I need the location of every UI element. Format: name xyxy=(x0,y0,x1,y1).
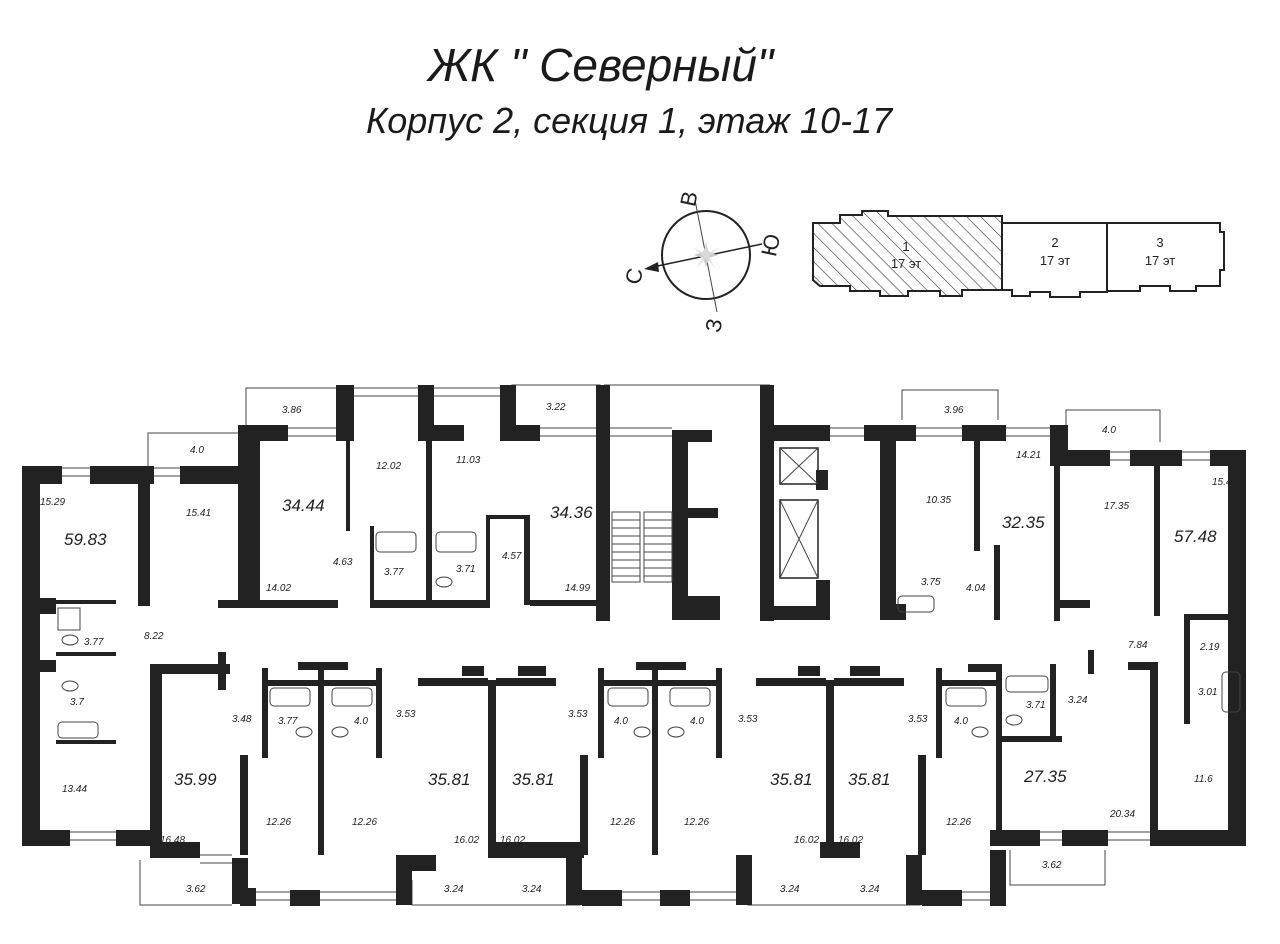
room-area: 3.96 xyxy=(944,405,964,416)
room-area: 16.02 xyxy=(838,835,863,846)
room-area: 3.24 xyxy=(860,884,880,895)
room-area: 3.71 xyxy=(456,564,475,575)
key-plan: 1 17 эт 2 17 эт 3 17 эт xyxy=(812,210,1225,298)
key-plan-section-3-floors: 17 эт xyxy=(1145,253,1175,268)
room-area: 4.0 xyxy=(954,716,968,727)
room-area: 11.6 xyxy=(1194,774,1213,785)
room-area: 10.35 xyxy=(926,495,951,506)
room-area: 3.22 xyxy=(546,402,566,413)
apartment-area: 59.83 xyxy=(64,530,107,549)
room-area: 20.34 xyxy=(1109,809,1135,820)
room-area: 12.26 xyxy=(352,817,377,828)
room-area: 3.01 xyxy=(1198,687,1217,698)
room-area: 12.26 xyxy=(266,817,291,828)
room-area: 12.26 xyxy=(610,817,635,828)
room-area: 13.44 xyxy=(62,784,87,795)
key-plan-section-2-number: 2 xyxy=(1051,235,1058,250)
room-area: 3.77 xyxy=(84,637,104,648)
stair-and-elevator-core xyxy=(611,447,819,583)
room-area: 2.19 xyxy=(1199,642,1220,653)
room-area: 8.22 xyxy=(144,631,164,642)
room-area: 3.24 xyxy=(780,884,800,895)
room-area: 4.57 xyxy=(502,551,522,562)
room-area: 3.53 xyxy=(396,709,416,720)
key-plan-section-1-floors: 17 эт xyxy=(891,256,921,271)
key-plan-section-3-number: 3 xyxy=(1156,235,1163,250)
compass-west-label: З xyxy=(700,316,727,334)
room-area: 15.29 xyxy=(40,497,65,508)
room-area: 3.24 xyxy=(522,884,542,895)
room-area: 14.02 xyxy=(266,583,291,594)
room-area: 17.35 xyxy=(1104,501,1129,512)
apartment-area: 35.81 xyxy=(428,770,471,789)
room-area-labels: 3.86 4.0 15.29 15.41 12.02 11.03 3.22 14… xyxy=(40,402,1237,895)
room-area: 15.49 xyxy=(1212,477,1237,488)
room-area: 4.0 xyxy=(690,716,704,727)
room-area: 3.75 xyxy=(921,577,941,588)
room-area: 4.0 xyxy=(190,445,204,456)
apartment-area: 34.36 xyxy=(550,503,593,522)
room-area: 3.24 xyxy=(444,884,464,895)
page-title: ЖК " Северный" xyxy=(428,39,774,91)
apartment-area: 57.48 xyxy=(1174,527,1217,546)
page-subtitle: Корпус 2, секция 1, этаж 10-17 xyxy=(366,100,893,141)
room-area: 3.53 xyxy=(568,709,588,720)
compass-south-label: Ю xyxy=(756,232,785,259)
apartment-area: 35.99 xyxy=(174,770,217,789)
apartment-area: 34.44 xyxy=(282,496,325,515)
room-area: 3.53 xyxy=(908,714,928,725)
floor-plan-walls xyxy=(22,384,1246,906)
room-area: 3.24 xyxy=(1068,695,1088,706)
key-plan-section-2-floors: 17 эт xyxy=(1040,253,1070,268)
room-area: 16.02 xyxy=(454,835,479,846)
apartment-area-labels: 59.83 34.44 34.36 32.35 57.48 35.99 35.8… xyxy=(64,496,1217,789)
key-plan-section-1-number: 1 xyxy=(902,239,909,254)
room-area: 4.0 xyxy=(614,716,628,727)
room-area: 4.63 xyxy=(333,557,353,568)
windows xyxy=(62,387,1210,901)
room-area: 11.03 xyxy=(456,455,481,466)
room-area: 4.0 xyxy=(354,716,368,727)
room-area: 3.62 xyxy=(1042,860,1062,871)
room-area: 14.99 xyxy=(565,583,590,594)
room-area: 7.84 xyxy=(1128,640,1148,651)
room-area: 3.86 xyxy=(282,405,302,416)
key-plan-section-1 xyxy=(812,210,1003,297)
compass-east-label: В xyxy=(675,189,703,209)
room-area: 3.77 xyxy=(384,567,404,578)
apartment-area: 32.35 xyxy=(1002,513,1045,532)
room-area: 3.7 xyxy=(70,697,84,708)
room-area: 16.48 xyxy=(160,835,185,846)
room-area: 12.26 xyxy=(684,817,709,828)
bathroom-fixtures xyxy=(57,531,1241,739)
room-area: 3.71 xyxy=(1026,700,1045,711)
room-area: 16.02 xyxy=(500,835,525,846)
room-area: 3.53 xyxy=(738,714,758,725)
key-plan-section-3 xyxy=(1106,222,1225,292)
room-area: 14.21 xyxy=(1016,450,1041,461)
room-area: 15.41 xyxy=(186,508,211,519)
room-area: 12.26 xyxy=(946,817,971,828)
room-area: 3.48 xyxy=(232,714,252,725)
room-area: 4.0 xyxy=(1102,425,1116,436)
room-area: 16.02 xyxy=(794,835,819,846)
apartment-area: 35.81 xyxy=(770,770,813,789)
room-area: 12.02 xyxy=(376,461,401,472)
apartment-area: 35.81 xyxy=(512,770,555,789)
room-area: 4.04 xyxy=(966,583,986,594)
room-area: 3.62 xyxy=(186,884,206,895)
apartment-area: 35.81 xyxy=(848,770,891,789)
apartment-area: 27.35 xyxy=(1023,767,1067,786)
compass: С В Ю З xyxy=(620,189,785,335)
room-area: 3.77 xyxy=(278,716,298,727)
compass-north-label: С xyxy=(620,266,648,287)
